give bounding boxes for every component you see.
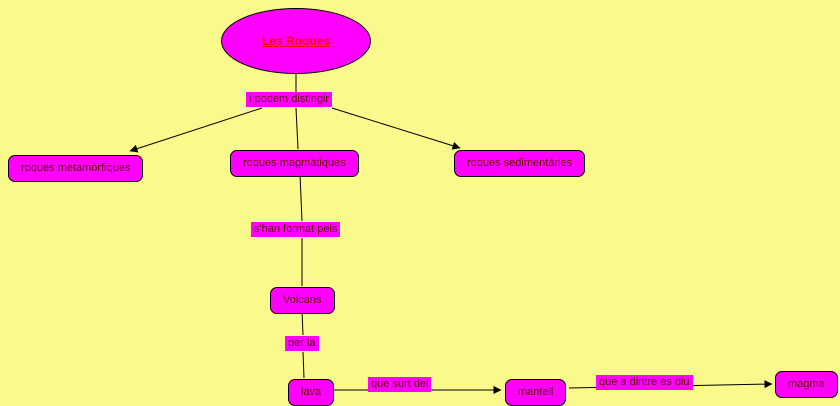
node-lava[interactable]: lava [288,379,335,406]
node-mantell[interactable]: mantell [505,379,567,406]
node-roques-sedimentaries[interactable]: roques sedimentàries [454,150,586,177]
node-les-roques-label: Les Roques [261,34,330,48]
node-label: mantell [518,386,554,398]
linking-phrase-que-surt-del[interactable]: que surt del [368,377,432,392]
node-label: roques metamòrfiques [21,162,131,174]
linking-phrase-label: i podem distingir [249,93,330,105]
linking-phrase-label: s'han format pels [254,223,338,235]
linking-phrase-per-la[interactable]: per la [285,336,319,351]
linking-phrase-que-a-dintre-es-diu[interactable]: que a dintre es diu [596,375,693,390]
node-label: lava [301,386,322,398]
node-roques-magmatiques[interactable]: roques magmàtiques [230,150,359,177]
linking-phrase-label: que surt del [371,378,429,390]
node-magma[interactable]: magma [775,371,838,398]
linking-phrase-label: per la [288,337,316,349]
node-volcans[interactable]: Volcans [270,287,335,314]
node-label: magma [788,378,825,390]
node-label: roques magmàtiques [243,157,346,169]
node-les-roques[interactable]: Les Roques [221,8,371,74]
linking-phrase-i-podem-distingir[interactable]: i podem distingir [246,92,333,107]
node-roques-metamorfiques[interactable]: roques metamòrfiques [8,155,144,182]
linking-phrase-label: que a dintre es diu [599,376,690,388]
node-label: Volcans [283,294,322,306]
linking-phrase-shan-format-pels[interactable]: s'han format pels [251,222,341,237]
node-label: roques sedimentàries [467,157,573,169]
